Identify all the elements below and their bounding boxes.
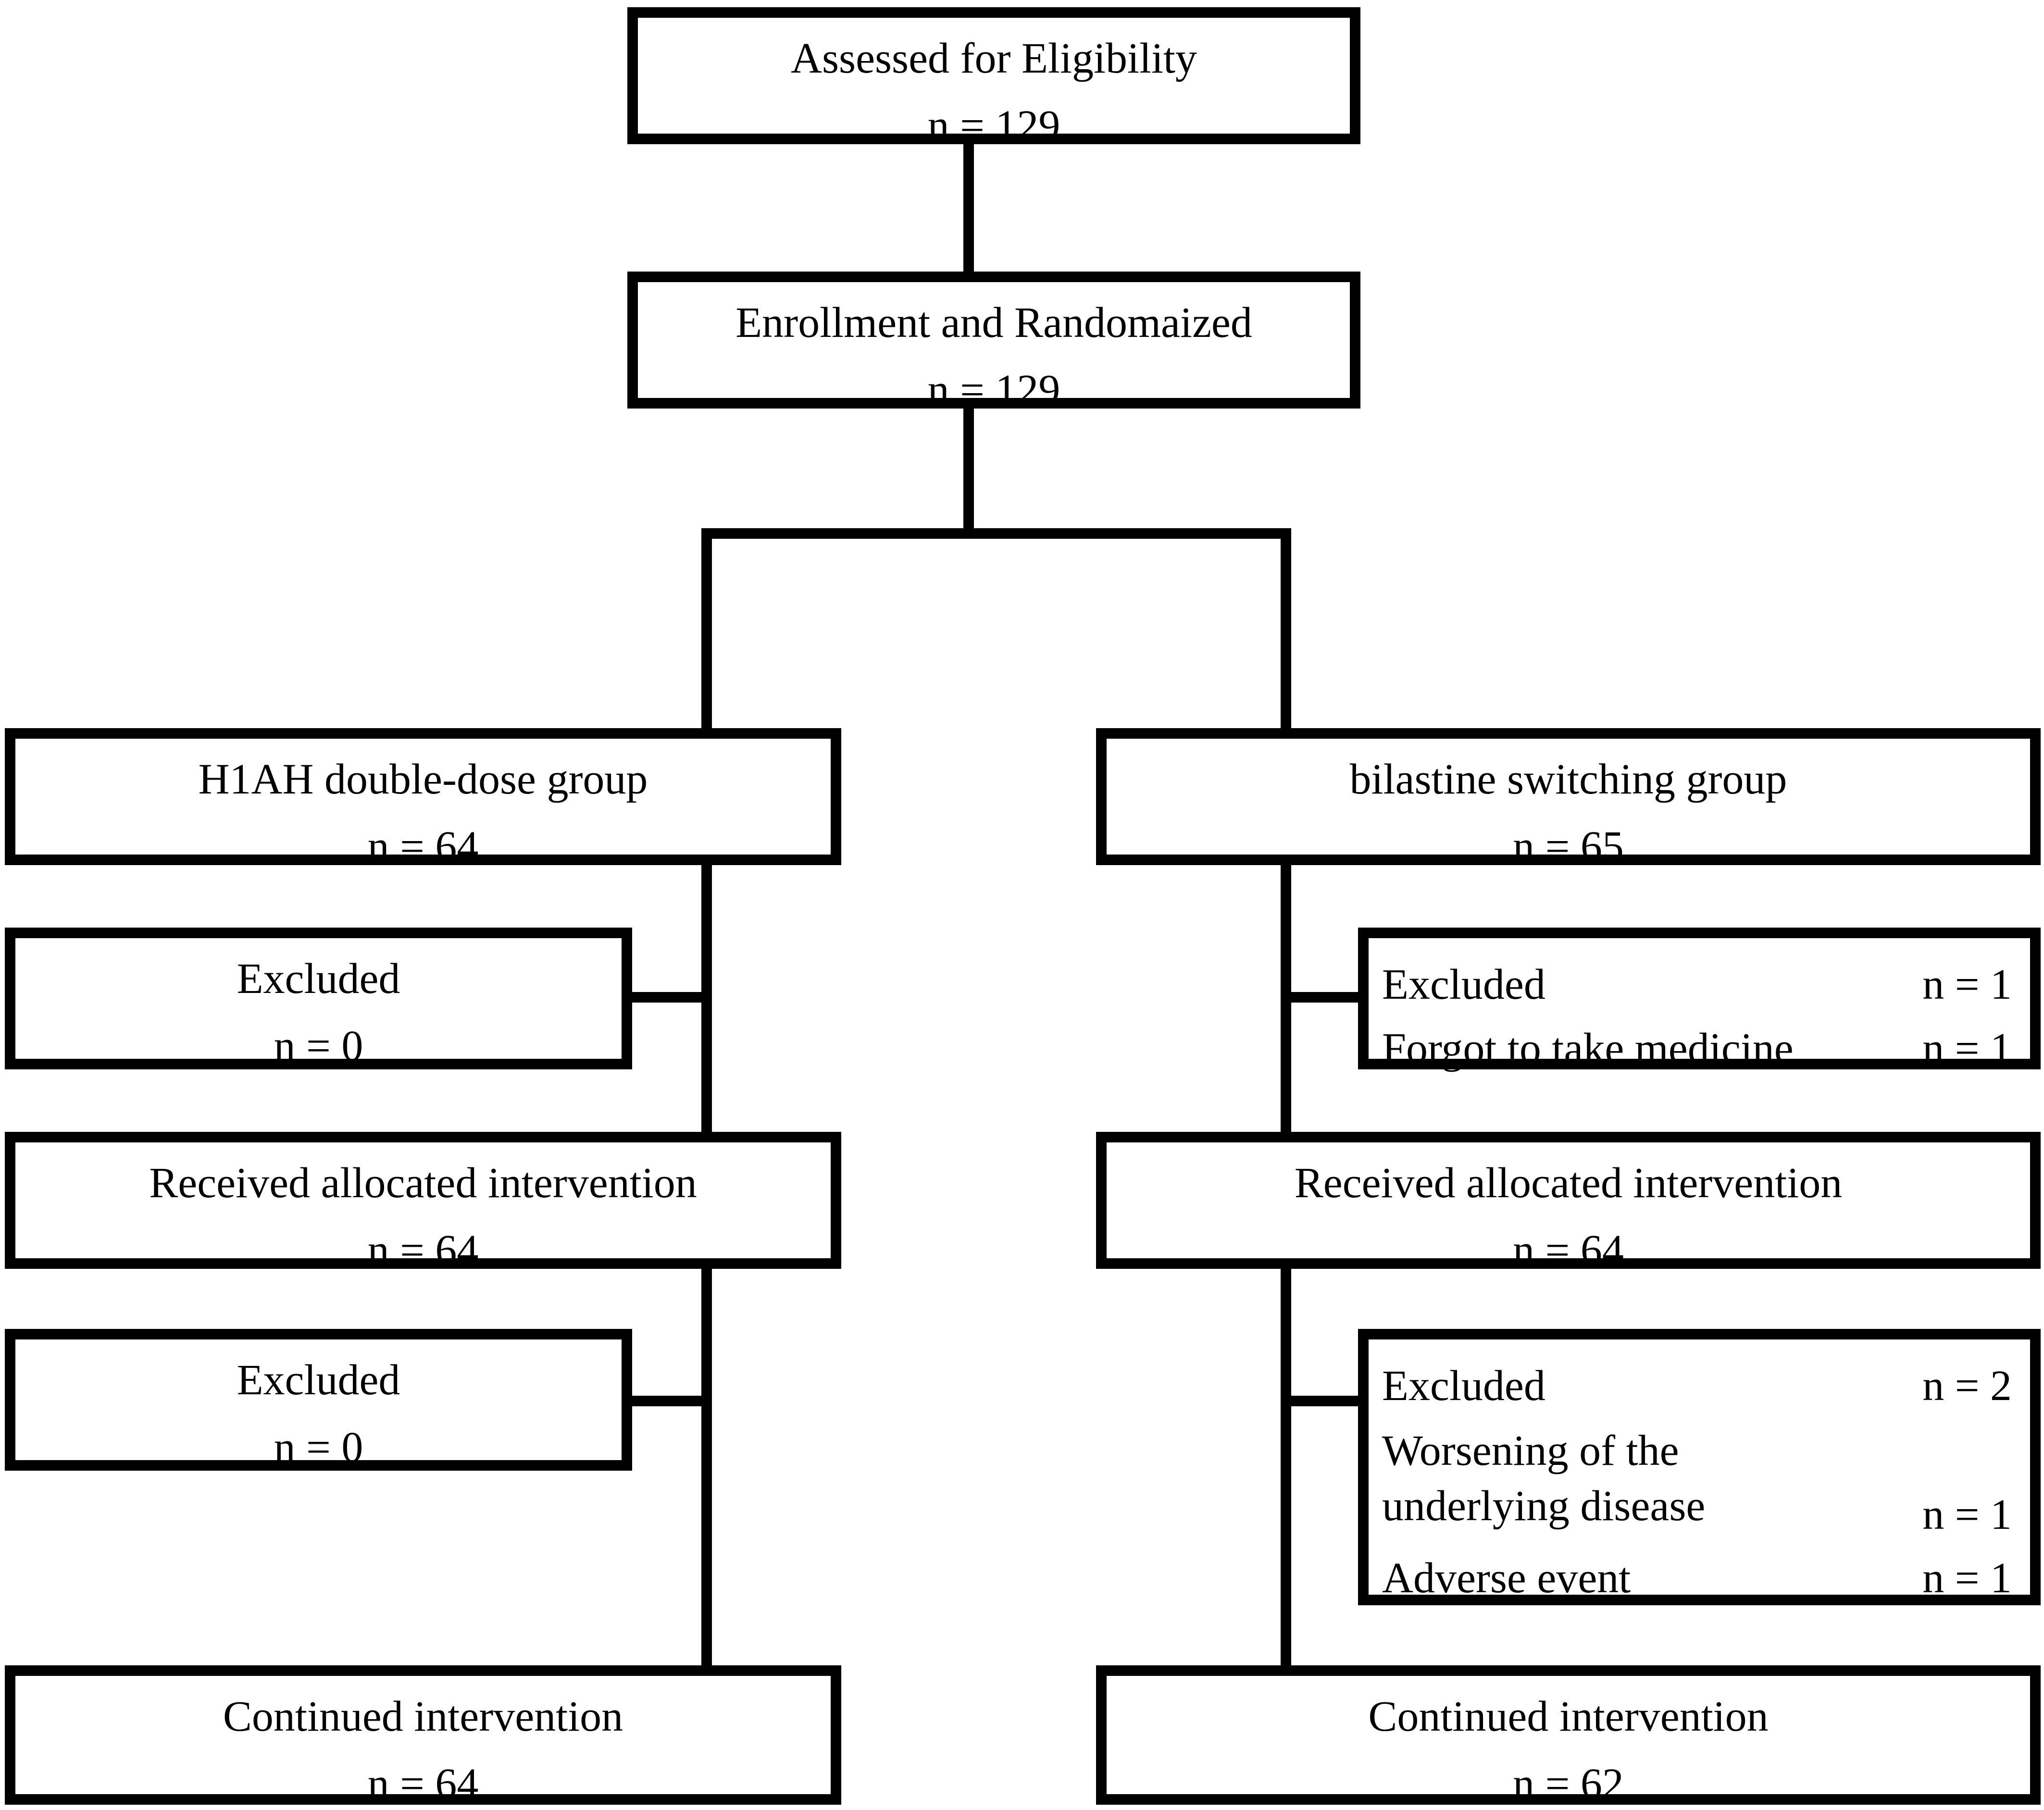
left-continued-box: Continued intervention n = 64 (5, 1665, 841, 1808)
enrollment-title: Enrollment and Randomaized (735, 299, 1252, 347)
left-continued-count: n = 64 (367, 1760, 479, 1808)
right-group-title: bilastine switching group (1349, 756, 1787, 803)
left-received-box: Received allocated intervention n = 64 (5, 1132, 841, 1274)
right-excluded2-reason1-line1: Worsening of the (1382, 1427, 1679, 1475)
right-excluded1-count: n = 1 (1922, 961, 2012, 1008)
enrollment-count: n = 129 (927, 366, 1060, 414)
right-group-box: bilastine switching group n = 65 (1096, 728, 2041, 870)
left-excluded-box-1: Excluded n = 0 (5, 928, 632, 1069)
right-excluded-box-2: Excluded n = 2 Worsening of the underlyi… (1358, 1329, 2041, 1605)
right-excluded2-reason2-label: Adverse event (1382, 1554, 1631, 1602)
left-received-count: n = 64 (367, 1227, 479, 1274)
left-excluded1-title: Excluded (237, 955, 400, 1003)
left-group-count: n = 64 (367, 823, 479, 870)
left-received-title: Received allocated intervention (149, 1159, 697, 1207)
right-excluded1-reason-count: n = 1 (1922, 1025, 2012, 1072)
assessed-title: Assessed for Eligibility (791, 35, 1197, 82)
right-received-count: n = 64 (1513, 1227, 1624, 1274)
left-excluded2-title: Excluded (237, 1356, 400, 1404)
right-excluded2-reason1-count: n = 1 (1922, 1491, 2012, 1538)
right-excluded2-count: n = 2 (1922, 1362, 2012, 1410)
right-continued-title: Continued intervention (1368, 1693, 1769, 1740)
assessed-box: Assessed for Eligibility n = 129 (627, 7, 1360, 148)
left-excluded1-count: n = 0 (274, 1022, 363, 1070)
left-group-title: H1AH double-dose group (198, 756, 648, 803)
right-received-box: Received allocated intervention n = 64 (1096, 1132, 2041, 1274)
left-continued-title: Continued intervention (223, 1693, 623, 1740)
right-excluded2-reason2-count: n = 1 (1922, 1554, 2012, 1602)
assessed-count: n = 129 (927, 102, 1060, 149)
right-excluded-box-1: Excluded n = 1 Forgot to take medicine n… (1358, 928, 2041, 1072)
right-group-count: n = 65 (1513, 823, 1624, 870)
enrollment-box: Enrollment and Randomaized n = 129 (627, 272, 1360, 414)
right-excluded1-title: Excluded (1382, 961, 1545, 1008)
right-received-title: Received allocated intervention (1294, 1159, 1843, 1207)
right-continued-count: n = 62 (1513, 1760, 1624, 1808)
right-excluded2-title: Excluded (1382, 1362, 1545, 1410)
left-group-box: H1AH double-dose group n = 64 (5, 728, 841, 870)
left-excluded-box-2: Excluded n = 0 (5, 1329, 632, 1471)
right-excluded1-reason-label: Forgot to take medicine (1382, 1025, 1794, 1072)
right-excluded2-reason1-line2: underlying disease (1382, 1482, 1706, 1530)
right-continued-box: Continued intervention n = 62 (1096, 1665, 2041, 1808)
left-excluded2-count: n = 0 (274, 1424, 363, 1471)
